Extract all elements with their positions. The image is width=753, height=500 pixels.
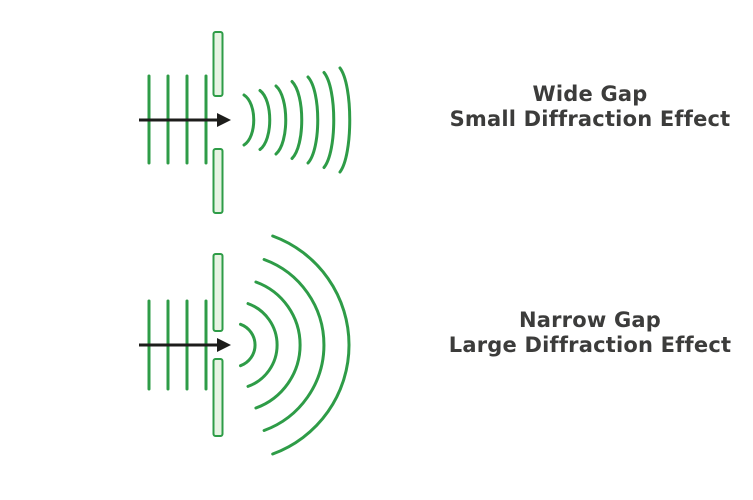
wide-gap-label: Wide Gap Small Diffraction Effect xyxy=(430,82,750,132)
narrow-gap-label-line1: Narrow Gap xyxy=(518,308,662,332)
barrier-lower-segment-narrow xyxy=(212,358,224,437)
barrier-lower-segment-wide xyxy=(212,148,224,214)
propagation-arrow-narrow xyxy=(139,338,231,352)
wide-gap-diagram xyxy=(139,31,352,214)
diffracted-wavefronts-wide xyxy=(242,66,352,174)
narrow-gap-label-line2: Large Diffraction Effect xyxy=(448,333,732,358)
propagation-arrow-wide xyxy=(139,113,231,127)
diffracted-wavefronts-narrow xyxy=(239,234,351,456)
barrier-upper-segment-wide xyxy=(212,31,224,97)
wide-gap-label-line2: Small Diffraction Effect xyxy=(449,107,731,132)
narrow-gap-diagram xyxy=(139,234,351,456)
wide-gap-label-line1: Wide Gap xyxy=(532,82,648,106)
narrow-gap-label: Narrow Gap Large Diffraction Effect xyxy=(430,308,750,358)
barrier-upper-segment-narrow xyxy=(212,253,224,332)
